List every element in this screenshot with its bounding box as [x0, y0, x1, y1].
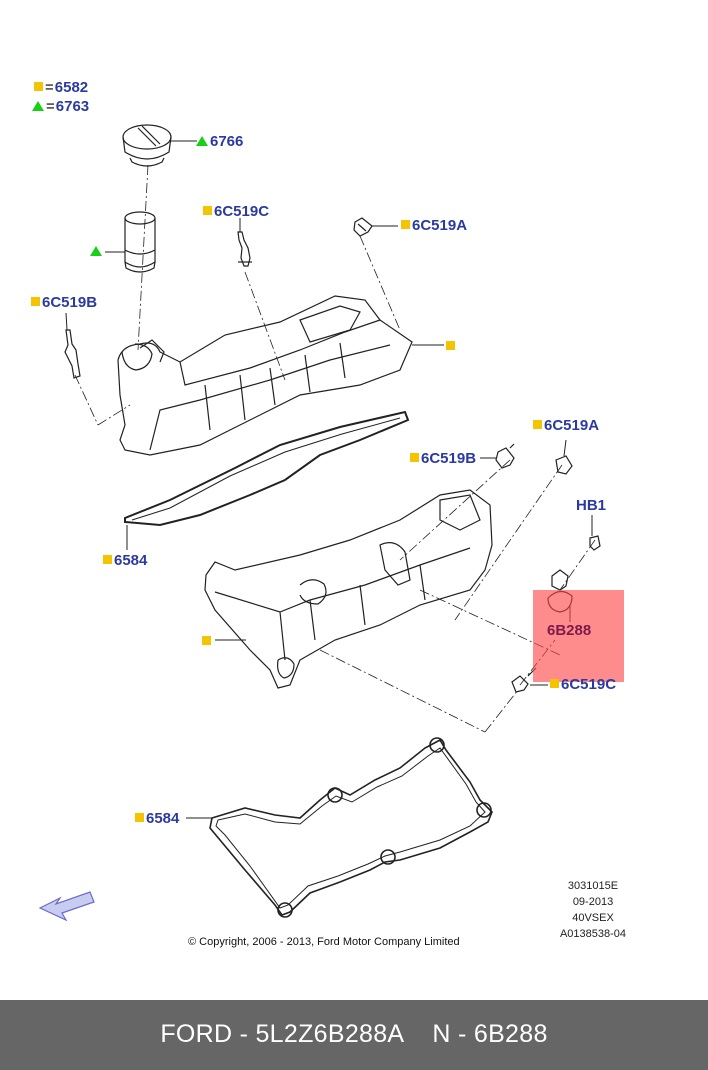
- oil-cap: [122, 124, 172, 167]
- callout-sensor-mid-right: 6C519A: [533, 417, 599, 435]
- reference-date: 09-2013: [572, 896, 614, 908]
- legend-triangle: =6763: [32, 98, 89, 116]
- callout-lower-cover-marker-icon: [202, 636, 211, 645]
- square-marker-icon: [135, 813, 144, 822]
- square-marker-icon: [410, 453, 419, 462]
- reference-code: A0138538-04: [559, 928, 627, 940]
- lower-valve-cover: [204, 489, 493, 689]
- footer-text: FORD - 5L2Z6B288A N - 6B288: [0, 1020, 708, 1049]
- triangle-marker-icon: [32, 101, 44, 111]
- callout-cap: 6766: [196, 133, 243, 151]
- sensor-top-left-part: [237, 231, 252, 267]
- footer-part-number: FORD - 5L2Z6B288A: [160, 1020, 405, 1048]
- lower-gasket: [209, 737, 493, 918]
- copyright-text: © Copyright, 2006 - 2013, Ford Motor Com…: [188, 936, 460, 948]
- sensor-top-right-part: [353, 217, 373, 237]
- square-marker-icon: [31, 297, 40, 306]
- filler-tube: [124, 211, 156, 273]
- sensor-left-part: [64, 329, 81, 379]
- hb1-bolt: [589, 535, 601, 551]
- reference-code: 40VSEX: [572, 912, 614, 924]
- callout-gasket-upper: 6584: [103, 552, 147, 570]
- legend-square: =6582: [34, 79, 88, 97]
- callout-sensor-top-right: 6C519A: [401, 217, 467, 235]
- square-marker-icon: [533, 420, 542, 429]
- callout-upper-cover-marker-icon: [446, 341, 455, 350]
- square-marker-icon: [401, 220, 410, 229]
- callout-filler-tube-marker-icon: [90, 246, 102, 256]
- sensor-mid-right-part: [555, 455, 573, 475]
- callout-gasket-lower: 6584: [135, 810, 179, 828]
- callout-sensor-left: 6C519B: [31, 294, 97, 312]
- square-marker-icon: [103, 555, 112, 564]
- footer-bar: FORD - 5L2Z6B288A N - 6B288: [0, 1000, 708, 1070]
- exploded-parts-diagram: [38, 124, 601, 922]
- reference-codes: 3031015E 09-2013 40VSEX A0138538-04: [553, 878, 633, 942]
- callout-sensor-lower: 6C519C: [550, 676, 616, 694]
- square-marker-icon: [203, 206, 212, 215]
- upper-gasket: [124, 410, 410, 527]
- square-marker-icon: [550, 679, 559, 688]
- callout-sensor-mid: 6C519B: [410, 450, 476, 468]
- highlight-box: [533, 590, 624, 682]
- direction-arrow-icon: [38, 891, 95, 922]
- triangle-marker-icon: [196, 136, 208, 146]
- legend-triangle-text: 6763: [55, 98, 90, 115]
- callout-part-6b288: 6B288: [547, 622, 592, 639]
- reference-code: 3031015E: [567, 880, 619, 892]
- footer-reference: N - 6B288: [432, 1020, 548, 1048]
- callout-sensor-top-left: 6C519C: [203, 203, 269, 221]
- square-marker-icon: [34, 82, 43, 91]
- callout-hb1: HB1: [576, 497, 607, 514]
- legend-square-text: 6582: [54, 79, 89, 96]
- sensor-mid-part: [495, 443, 515, 469]
- upper-valve-cover: [117, 295, 413, 456]
